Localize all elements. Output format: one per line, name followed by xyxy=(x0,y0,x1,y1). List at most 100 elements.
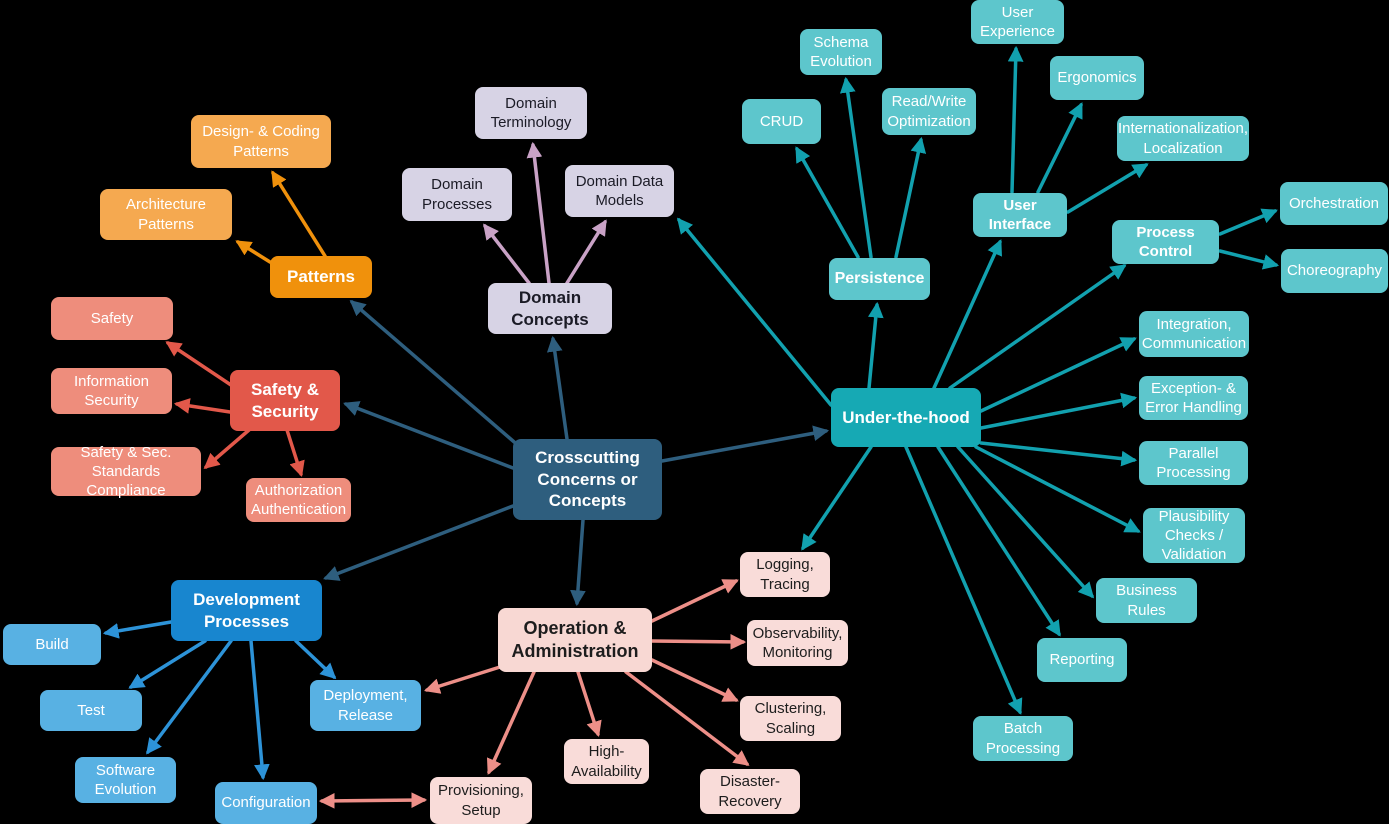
node-build[interactable]: Build xyxy=(3,624,101,665)
node-label: Configuration xyxy=(221,794,311,812)
edge-persistence-readwrite xyxy=(894,136,927,259)
node-persistence[interactable]: Persistence xyxy=(829,258,930,300)
node-label: Build xyxy=(35,635,69,653)
edge-crosscutting-operation-administration xyxy=(570,518,586,607)
node-label: User Interface xyxy=(988,196,1052,233)
edge-ss-safety xyxy=(165,341,233,387)
node-label: Integration, Communication xyxy=(1141,315,1247,352)
edge-uth-reporting xyxy=(936,445,1061,637)
edge-ss-information-security xyxy=(173,398,232,414)
node-configuration[interactable]: Configuration xyxy=(215,782,317,824)
node-test[interactable]: Test xyxy=(40,690,142,731)
edge-patterns-architecture xyxy=(235,240,272,264)
node-parallel-processing[interactable]: Parallel Processing xyxy=(1139,441,1248,485)
edge-uth-integration xyxy=(979,337,1137,413)
node-choreography[interactable]: Choreography xyxy=(1281,249,1388,293)
node-schema-evolution[interactable]: Schema Evolution xyxy=(800,29,882,75)
node-label: Safety xyxy=(90,309,134,327)
edge-uth-plausibility xyxy=(974,445,1141,533)
edge-pc-choreography xyxy=(1218,249,1280,270)
node-design-coding-patterns[interactable]: Design- & Coding Patterns xyxy=(191,115,331,168)
edge-crosscutting-under-the-hood xyxy=(660,425,830,463)
node-label: Choreography xyxy=(1286,262,1383,280)
node-crosscutting[interactable]: Crosscutting Concerns or Concepts xyxy=(513,439,662,520)
node-batch-processing[interactable]: Batch Processing xyxy=(973,716,1073,761)
edge-oa-clustering xyxy=(650,658,739,702)
edge-ss-standards-compliance xyxy=(203,428,251,470)
node-label: Exception- & Error Handling xyxy=(1145,379,1242,416)
node-read-write-optimization[interactable]: Read/Write Optimization xyxy=(882,88,976,135)
node-label: Schema Evolution xyxy=(810,33,872,70)
node-logging-tracing[interactable]: Logging, Tracing xyxy=(740,552,830,597)
edge-uth-batch xyxy=(904,445,1023,715)
node-domain-processes[interactable]: Domain Processes xyxy=(402,168,512,221)
node-safety[interactable]: Safety xyxy=(51,297,173,340)
node-plausibility-checks-validation[interactable]: Plausibility Checks / Validation xyxy=(1143,508,1245,563)
node-observability-monitoring[interactable]: Observability, Monitoring xyxy=(747,620,848,666)
node-disaster-recovery[interactable]: Disaster-Recovery xyxy=(700,769,800,814)
node-label: Information Security xyxy=(73,372,150,409)
node-label: Safety & Sec. Standards Compliance xyxy=(80,443,172,500)
node-operation-administration[interactable]: Operation & Administration xyxy=(498,608,652,672)
node-label: Batch Processing xyxy=(985,720,1061,757)
node-business-rules[interactable]: Business Rules xyxy=(1096,578,1197,623)
edge-uth-user-interface xyxy=(932,239,1002,390)
node-process-control[interactable]: Process Control xyxy=(1112,220,1219,264)
node-architecture-patterns[interactable]: Architecture Patterns xyxy=(100,189,232,240)
node-label: Ergonomics xyxy=(1057,69,1137,87)
node-safety-sec-standards[interactable]: Safety & Sec. Standards Compliance xyxy=(51,444,201,499)
node-information-security[interactable]: Information Security xyxy=(51,368,172,414)
node-label: Plausibility Checks / Validation xyxy=(1158,507,1230,564)
node-authorization-authentication[interactable]: Authorization Authentication xyxy=(246,478,351,522)
node-label: Crosscutting Concerns or Concepts xyxy=(535,447,640,511)
node-ergonomics[interactable]: Ergonomics xyxy=(1050,56,1144,100)
node-patterns[interactable]: Patterns xyxy=(270,256,372,298)
node-domain-concepts[interactable]: Domain Concepts xyxy=(488,283,612,334)
node-under-the-hood[interactable]: Under-the-hood xyxy=(831,388,981,447)
edge-dp-test xyxy=(128,639,207,689)
node-domain-data-models[interactable]: Domain Data Models xyxy=(565,165,674,217)
edge-dp-deployment xyxy=(294,639,337,680)
node-label: Business Rules xyxy=(1116,582,1177,619)
node-label: Under-the-hood xyxy=(842,407,970,427)
node-label: Deployment, Release xyxy=(323,687,408,724)
edge-persistence-schema xyxy=(839,76,873,259)
node-label: CRUD xyxy=(759,112,804,130)
node-label: High-Availability xyxy=(571,743,642,780)
edge-dp-build xyxy=(102,620,173,639)
node-software-evolution[interactable]: Software Evolution xyxy=(75,757,176,803)
node-crud[interactable]: CRUD xyxy=(742,99,821,144)
node-label: Safety & Security xyxy=(250,379,320,421)
node-deployment-release[interactable]: Deployment, Release xyxy=(310,680,421,731)
node-label: Software Evolution xyxy=(94,761,157,798)
node-label: Internationalization, Localization xyxy=(1117,120,1249,157)
node-clustering-scaling[interactable]: Clustering, Scaling xyxy=(740,696,841,741)
edge-dp-configuration xyxy=(249,639,270,781)
node-exception-error-handling[interactable]: Exception- & Error Handling xyxy=(1139,376,1248,420)
edge-oa-logging xyxy=(650,579,739,623)
node-safety-security[interactable]: Safety & Security xyxy=(230,370,340,431)
node-label: Patterns xyxy=(286,267,356,287)
node-development-processes[interactable]: Development Processes xyxy=(171,580,322,641)
node-high-availability[interactable]: High-Availability xyxy=(564,739,649,784)
node-domain-terminology[interactable]: Domain Terminology xyxy=(475,87,587,139)
edge-crosscutting-development-processes xyxy=(323,504,515,581)
edge-oa-provisioning xyxy=(486,670,536,775)
node-reporting[interactable]: Reporting xyxy=(1037,638,1127,682)
node-user-interface[interactable]: User Interface xyxy=(973,193,1067,237)
node-user-experience[interactable]: User Experience xyxy=(971,0,1064,44)
edge-dp-software-evolution xyxy=(146,639,233,755)
edge-ss-authorization xyxy=(285,428,305,478)
node-label: Domain Processes xyxy=(421,176,493,213)
node-internationalization-localization[interactable]: Internationalization, Localization xyxy=(1117,116,1249,161)
edge-oa-deployment xyxy=(423,665,502,694)
node-integration-communication[interactable]: Integration, Communication xyxy=(1139,311,1249,357)
node-provisioning-setup[interactable]: Provisioning, Setup xyxy=(430,777,532,824)
edge-oa-observability xyxy=(650,633,747,650)
node-label: Domain Data Models xyxy=(575,172,664,209)
node-label: Provisioning, Setup xyxy=(438,782,524,819)
edge-pc-orchestration xyxy=(1218,208,1278,236)
node-orchestration[interactable]: Orchestration xyxy=(1280,182,1388,225)
